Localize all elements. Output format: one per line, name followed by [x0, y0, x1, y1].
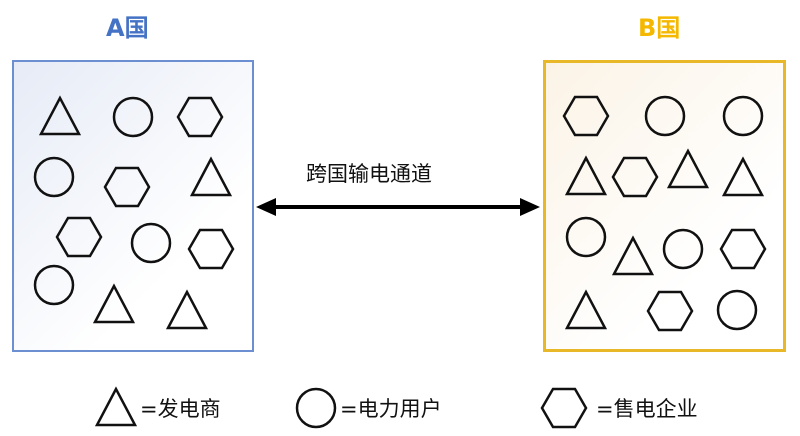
country-b-triangle-icon: [666, 148, 710, 189]
country-b-circle-icon: [722, 95, 764, 137]
country-a-circle-icon: [33, 264, 75, 306]
legend-label-retailer: =售电企业: [596, 397, 698, 421]
legend-label-consumer: =电力用户: [340, 397, 442, 421]
country-a-hexagon-icon: [176, 96, 224, 138]
country-a-hexagon-icon: [187, 228, 235, 270]
country-b-triangle-icon: [564, 155, 608, 196]
country-b-hexagon-icon: [611, 156, 659, 198]
country-a-circle-icon: [33, 156, 75, 198]
legend-label-generator: =发电商: [140, 397, 221, 421]
legend-hexagon-icon: [540, 387, 588, 429]
country-a-triangle-icon: [92, 283, 136, 324]
country-b-circle-icon: [565, 216, 607, 258]
country-b-hexagon-icon: [562, 95, 610, 137]
transmission-channel-label: 跨国输电通道: [306, 162, 432, 186]
country-a-triangle-icon: [165, 289, 209, 330]
transmission-channel-arrow: [256, 198, 540, 216]
country-b-box: [543, 60, 786, 352]
legend-circle-icon: [295, 387, 337, 429]
country-b-title: B国: [638, 14, 681, 42]
country-a-title: A国: [106, 14, 149, 42]
country-a-circle-icon: [130, 222, 172, 264]
country-a-hexagon-icon: [103, 166, 151, 208]
country-a-hexagon-icon: [55, 216, 103, 258]
legend-triangle-icon: [94, 386, 138, 427]
country-b-triangle-icon: [611, 235, 655, 276]
country-a-triangle-icon: [189, 156, 233, 197]
country-b-triangle-icon: [721, 156, 765, 197]
country-b-circle-icon: [644, 95, 686, 137]
country-b-circle-icon: [662, 228, 704, 270]
country-a-triangle-icon: [38, 95, 82, 136]
country-b-hexagon-icon: [719, 228, 767, 270]
country-b-triangle-icon: [564, 289, 608, 330]
country-b-circle-icon: [716, 289, 758, 331]
country-b-hexagon-icon: [646, 290, 694, 332]
country-a-circle-icon: [112, 96, 154, 138]
